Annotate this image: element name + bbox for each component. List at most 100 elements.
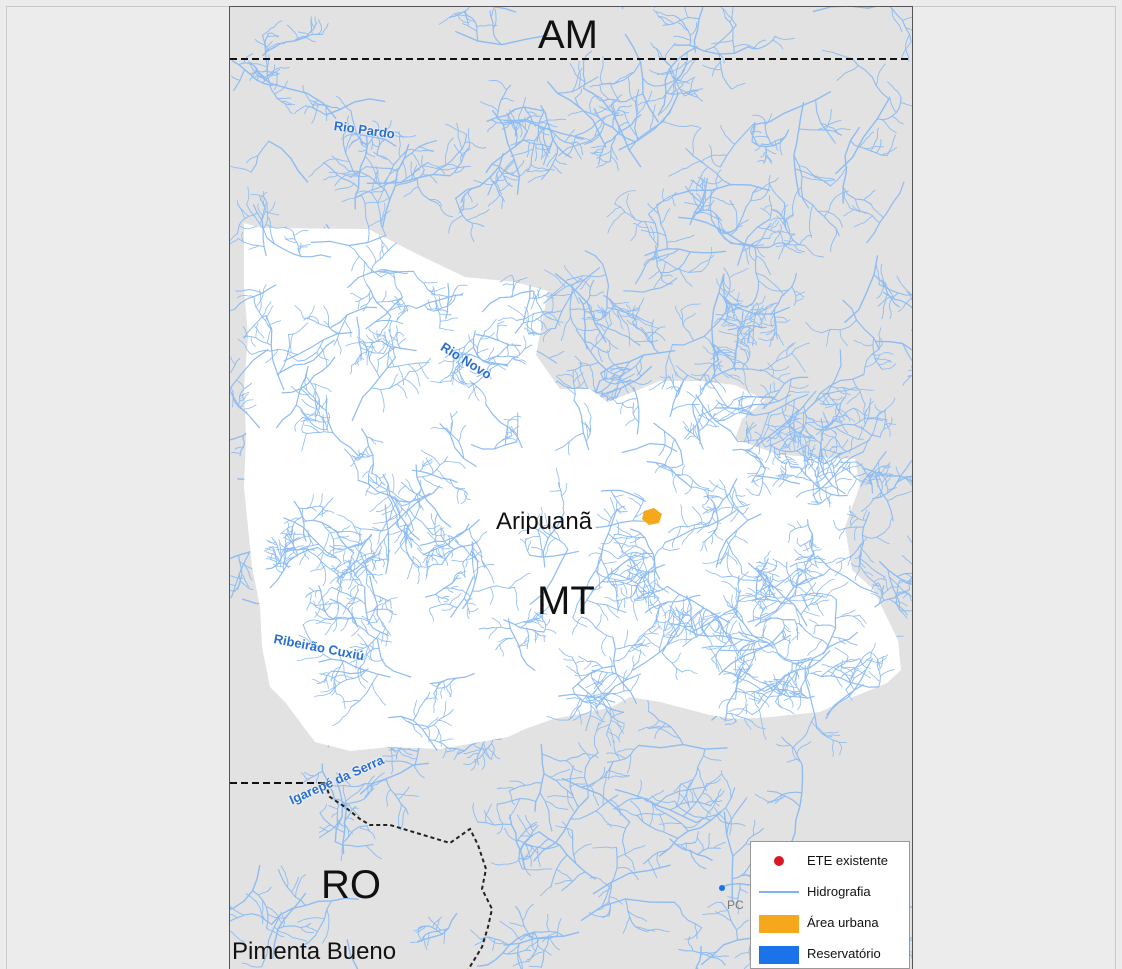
stream-line — [506, 112, 518, 147]
stream-line — [739, 340, 751, 370]
stream-line — [468, 608, 479, 612]
stream-line — [682, 615, 718, 648]
stream-line — [306, 549, 340, 577]
stream-line — [442, 545, 449, 566]
stream-line — [366, 653, 384, 662]
stream-line — [483, 809, 495, 826]
stream-line — [332, 706, 352, 726]
stream-line — [718, 402, 756, 416]
stream-line — [358, 449, 361, 458]
stream-line — [783, 242, 802, 254]
stream-line — [532, 290, 535, 299]
stream-line — [748, 341, 757, 345]
stream-line — [878, 283, 912, 296]
stream-line — [312, 497, 334, 521]
stream-line — [382, 558, 385, 568]
stream-line — [262, 36, 308, 57]
stream-line — [518, 121, 523, 138]
stream-line — [828, 496, 831, 508]
stream-line — [902, 593, 908, 599]
stream-line — [259, 199, 266, 221]
stream-line — [805, 422, 819, 431]
stream-line — [400, 715, 429, 727]
stream-line — [789, 465, 800, 468]
stream-line — [795, 291, 806, 297]
stream-line — [442, 746, 447, 759]
stream-line — [269, 84, 292, 106]
stream-line — [338, 535, 361, 544]
stream-line — [376, 359, 379, 373]
stream-line — [597, 304, 609, 314]
stream-line — [669, 611, 681, 623]
stream-line — [264, 42, 285, 52]
stream-line — [608, 310, 613, 324]
stream-line — [314, 390, 320, 414]
stream-line — [382, 338, 387, 342]
stream-line — [705, 379, 716, 390]
stream-line — [305, 926, 318, 932]
map-frame[interactable]: AM MT RO Aripuanã Pimenta Bueno PC Rio P… — [229, 6, 913, 969]
stream-line — [324, 617, 338, 636]
stream-line — [870, 592, 882, 599]
stream-line — [353, 526, 363, 544]
stream-line — [804, 665, 818, 729]
stream-line — [746, 297, 756, 309]
stream-line — [701, 609, 709, 637]
stream-line — [396, 331, 405, 337]
stream-line — [831, 462, 840, 497]
stream-line — [597, 513, 611, 523]
stream-line — [740, 337, 750, 341]
stream-line — [368, 328, 382, 335]
stream-line — [759, 557, 766, 573]
stream-line — [493, 7, 517, 13]
stream-line — [605, 734, 612, 747]
stream-line — [585, 695, 592, 732]
stream-line — [788, 399, 796, 443]
stream-line — [609, 799, 622, 816]
stream-line — [237, 203, 246, 220]
stream-line — [476, 932, 536, 967]
stream-line — [751, 125, 755, 135]
stream-line — [358, 341, 368, 356]
stream-line — [440, 528, 445, 541]
stream-line — [391, 745, 394, 775]
stream-line — [634, 584, 641, 599]
stream-line — [830, 656, 849, 677]
stream-line — [457, 570, 467, 574]
stream-line — [387, 355, 395, 367]
stream-line — [318, 587, 333, 605]
stream-line — [664, 593, 680, 631]
stream-line — [873, 578, 887, 583]
stream-line — [273, 563, 284, 568]
stream-line — [602, 561, 617, 565]
stream-line — [782, 629, 786, 639]
stream-line — [556, 76, 599, 94]
stream-line — [876, 264, 880, 285]
stream-line — [732, 648, 757, 684]
stream-line — [346, 566, 366, 588]
stream-line — [774, 316, 788, 321]
stream-line — [532, 612, 542, 620]
stream-line — [759, 328, 776, 334]
stream-line — [767, 562, 777, 567]
stream-line — [706, 508, 715, 514]
stream-line — [534, 619, 546, 623]
stream-line — [537, 529, 543, 558]
stream-line — [650, 800, 689, 832]
stream-line — [794, 573, 803, 597]
stream-line — [611, 144, 618, 161]
stream-line — [875, 473, 883, 498]
stream-line — [572, 687, 588, 704]
stream-line — [839, 461, 858, 464]
stream-line — [230, 551, 251, 598]
stream-line — [510, 139, 536, 146]
stream-line — [537, 524, 550, 531]
stream-line — [678, 613, 681, 626]
stream-line — [230, 575, 244, 579]
stream-line — [316, 351, 330, 361]
stream-line — [763, 650, 831, 693]
stream-line — [271, 536, 283, 558]
stream-line — [807, 639, 823, 657]
stream-line — [737, 345, 748, 362]
map-canvas[interactable] — [230, 7, 913, 969]
